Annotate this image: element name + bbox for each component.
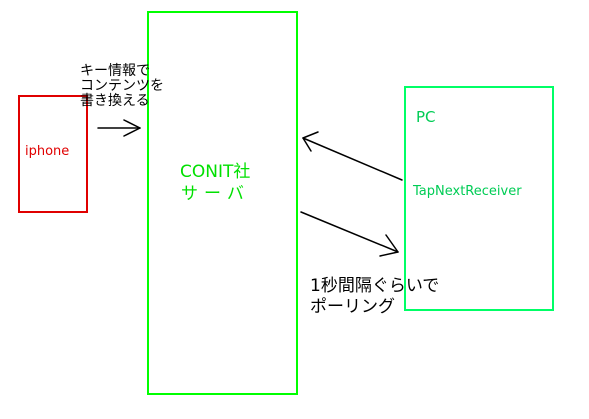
iphone-edge-label-line3: 書き換える: [80, 93, 150, 109]
iphone-edge-label-line1: キー情報で: [80, 63, 150, 79]
pc-title: PC: [416, 108, 436, 126]
server-label-line2: サーバ: [181, 184, 250, 204]
arrow-pc-to-server: [302, 131, 403, 181]
polling-edge-label-line1: 1秒間隔ぐらいで: [310, 276, 440, 296]
pc-node: [404, 86, 554, 311]
arrow-iphone-to-server: [97, 119, 141, 137]
iphone-label: iphone: [25, 144, 70, 159]
iphone-node: [18, 95, 88, 213]
conit-server-node: [147, 11, 298, 395]
iphone-edge-label-line2: コンテンツを: [80, 78, 164, 94]
pc-app-label: TapNextReceiver: [413, 184, 522, 199]
polling-edge-label-line2: ポーリング: [310, 297, 395, 317]
server-label-line1: CONIT社: [180, 162, 251, 182]
arrow-server-to-pc: [300, 211, 399, 257]
